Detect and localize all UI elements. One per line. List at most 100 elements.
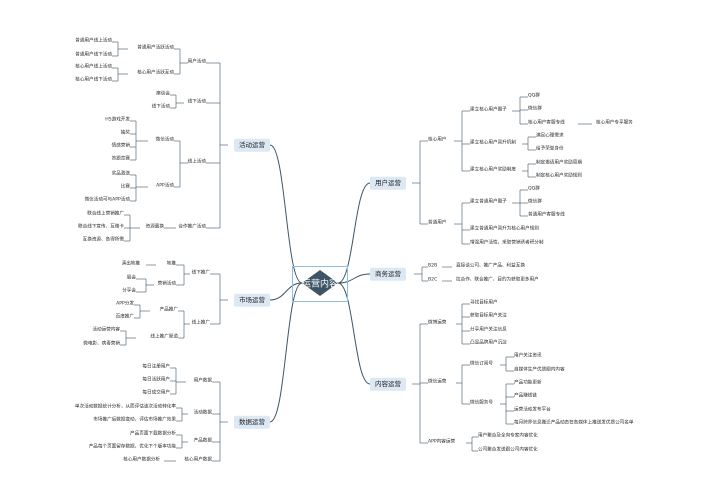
node-wechat-service[interactable]: 微信服务号: [470, 400, 493, 406]
leaf-item[interactable]: 自媒体生产优质圈内内容: [514, 367, 565, 373]
node-user-activity[interactable]: 用户活动: [187, 59, 206, 65]
node-marketing-activity[interactable]: 营销活动: [157, 281, 176, 287]
leaf-item[interactable]: 普通用户客服专线: [528, 212, 565, 218]
node-core-user-activity[interactable]: 核心用户活跃互动: [137, 70, 174, 76]
branch-market-ops[interactable]: 市场运营: [234, 293, 270, 307]
leaf-item[interactable]: 比赛: [120, 184, 130, 190]
leaf-item[interactable]: 百度推广: [115, 314, 134, 320]
node-app-content-ops[interactable]: APP内容运营: [428, 439, 456, 445]
node-ground-promo[interactable]: 地推: [166, 261, 176, 267]
node-product-promo[interactable]: 产品推广: [159, 307, 178, 313]
branch-activity-ops[interactable]: 活动运营: [234, 138, 270, 152]
leaf-item[interactable]: 制定邀请用户奖励周期: [536, 160, 582, 166]
leaf-item[interactable]: QQ群: [528, 186, 540, 192]
leaf-item[interactable]: 凸显品牌用户沉淀: [470, 340, 507, 346]
node-app-activity[interactable]: APP活动: [156, 183, 174, 189]
node-normal-promote[interactable]: 增强用户活性，采取营销诱者积分制: [470, 240, 544, 246]
leaf-item[interactable]: 普通用户线上活动: [75, 38, 112, 44]
branch-user-ops[interactable]: 用户运营: [370, 176, 406, 190]
node-weibo-ops[interactable]: 微博运营: [428, 320, 447, 326]
node-core-upgrade[interactable]: 建立核心用户晋升机制: [470, 140, 516, 146]
leaf-item[interactable]: 核心用户线上活动: [75, 64, 112, 70]
node-product-data[interactable]: 产品数据: [193, 438, 212, 444]
leaf-item[interactable]: 产品功能更新: [514, 380, 542, 386]
leaf-item[interactable]: 满足心理需求: [536, 133, 564, 139]
branch-biz-ops[interactable]: 商务运营: [370, 267, 406, 281]
leaf-item[interactable]: H5游戏开发: [105, 117, 130, 123]
leaf-item[interactable]: 分享用户关注信息: [470, 327, 507, 333]
leaf-item[interactable]: 每日注册用户: [142, 364, 170, 370]
leaf-item[interactable]: 寻找目标用户: [470, 300, 498, 306]
branch-content-ops[interactable]: 内容运营: [370, 377, 406, 391]
leaf-item[interactable]: 答题竞赛: [111, 156, 130, 162]
leaf-item[interactable]: 演出地推: [121, 261, 140, 267]
leaf-item[interactable]: 活动运营内容: [92, 327, 120, 333]
node-resource-exchange[interactable]: 资源置换: [145, 224, 164, 230]
leaf-item[interactable]: 展会: [126, 275, 136, 281]
root-node[interactable]: 运营内容: [301, 279, 339, 290]
leaf-item[interactable]: 抽奖: [120, 130, 130, 136]
leaf-item[interactable]: 拉合作、联合推广、目的为获取更多用户: [456, 277, 539, 283]
node-core-reward[interactable]: 建立核心用户奖励制度: [470, 167, 516, 173]
node-wechat-ops[interactable]: 微信运营: [428, 379, 447, 385]
leaf-item[interactable]: 市场推广后数据变动，评估市场推广效果: [93, 417, 176, 423]
leaf-item[interactable]: 线下活动: [151, 104, 170, 110]
leaf-item[interactable]: 核心用户专享服务: [596, 120, 633, 126]
node-normal-user[interactable]: 普通用户: [428, 220, 447, 226]
leaf-item[interactable]: 产品每个页面留存数据，优化下个版本功能: [88, 444, 176, 450]
leaf-item[interactable]: 公司聚合发送跟公司内容优化: [478, 447, 538, 453]
leaf-item[interactable]: 每日活跃用户: [142, 377, 170, 383]
node-user-data[interactable]: 用户数据: [193, 378, 212, 384]
leaf-item[interactable]: 运营活动发布平台: [514, 407, 551, 413]
node-core-data[interactable]: 核心用户数据: [184, 457, 212, 463]
main-branch-connector: [337, 273, 371, 284]
leaf-item[interactable]: QQ群: [528, 93, 540, 99]
leaf-item[interactable]: 制定核心用户奖励规则: [536, 173, 582, 179]
node-online-channel[interactable]: 线上推广渠道: [150, 334, 178, 340]
node-online-activity[interactable]: 线上活动: [187, 159, 206, 165]
leaf-item[interactable]: 座谈会: [156, 91, 170, 97]
leaf-item[interactable]: 联合线上营销推广: [87, 211, 124, 217]
node-b2b[interactable]: B2B: [428, 263, 438, 269]
node-normal-user-activity[interactable]: 普通用户活跃活动: [137, 45, 174, 51]
leaf-item[interactable]: 奖品激送: [111, 171, 130, 177]
node-offline-promo[interactable]: 线下推广: [191, 270, 210, 276]
node-b2c[interactable]: B2C: [428, 277, 438, 283]
node-core-circle[interactable]: 建立核心用户圈子: [470, 107, 507, 113]
main-branch-connector: [337, 182, 371, 284]
leaf-item[interactable]: 产品赚钱链: [514, 393, 537, 399]
leaf-item[interactable]: 给予荣誉身份: [536, 146, 564, 152]
root-selection-frame: [292, 266, 348, 302]
leaf-item[interactable]: 核心用户客服专线: [528, 120, 565, 126]
leaf-item[interactable]: 情感营销: [111, 143, 130, 149]
leaf-item[interactable]: APP分发: [116, 301, 134, 307]
leaf-item[interactable]: 用户聚合及全向专家内容优化: [478, 433, 538, 439]
node-offline-activity[interactable]: 线下活动: [187, 99, 206, 105]
leaf-item[interactable]: 分享会: [122, 288, 136, 294]
leaf-item[interactable]: 普通用户线下活动: [75, 52, 112, 58]
leaf-item[interactable]: 微信活动可与APP活动: [84, 197, 130, 203]
leaf-item[interactable]: 产品页面下载数据分析: [130, 431, 176, 437]
leaf-item[interactable]: 核心用户线下活动: [75, 77, 112, 83]
node-online-promo[interactable]: 线上推广: [191, 320, 210, 326]
node-wechat-subscription[interactable]: 微信订阅号: [470, 361, 493, 367]
node-normal-upgrade-rule[interactable]: 建立普通用户晋升为核心用户规则: [470, 226, 539, 232]
leaf-item[interactable]: 每月跨界信息搬迁产品动态在各媒体上推送发优质公司名单: [514, 420, 634, 426]
leaf-item[interactable]: 获取目标用户关注: [470, 313, 507, 319]
leaf-item[interactable]: 微电影、病毒营销: [83, 341, 120, 347]
leaf-item[interactable]: 单次活动数据统计分析，从而评估该次活动转化率: [74, 404, 176, 410]
leaf-item[interactable]: 核心用户数据分析: [123, 457, 160, 463]
node-wechat-activity[interactable]: 微信活动: [155, 137, 174, 143]
leaf-item[interactable]: 每日成交用户: [142, 390, 170, 396]
leaf-item[interactable]: 联合线下宣传、互赠卡: [78, 224, 124, 230]
branch-data-ops[interactable]: 数据运营: [234, 415, 270, 429]
leaf-item[interactable]: 互换资源、各得所需: [82, 237, 124, 243]
leaf-item[interactable]: 用户关注资讯: [514, 353, 542, 359]
node-core-user[interactable]: 核心用户: [428, 137, 447, 143]
leaf-item[interactable]: 微信群: [528, 199, 542, 205]
leaf-item[interactable]: 直接谈公司、推广产品、利益互换: [456, 263, 525, 269]
node-activity-data[interactable]: 活动数据: [193, 410, 212, 416]
node-normal-circle[interactable]: 建立普通用户圈子: [470, 199, 507, 205]
leaf-item[interactable]: 微信群: [528, 106, 542, 112]
node-partner-activity[interactable]: 合作推广活动: [178, 224, 206, 230]
